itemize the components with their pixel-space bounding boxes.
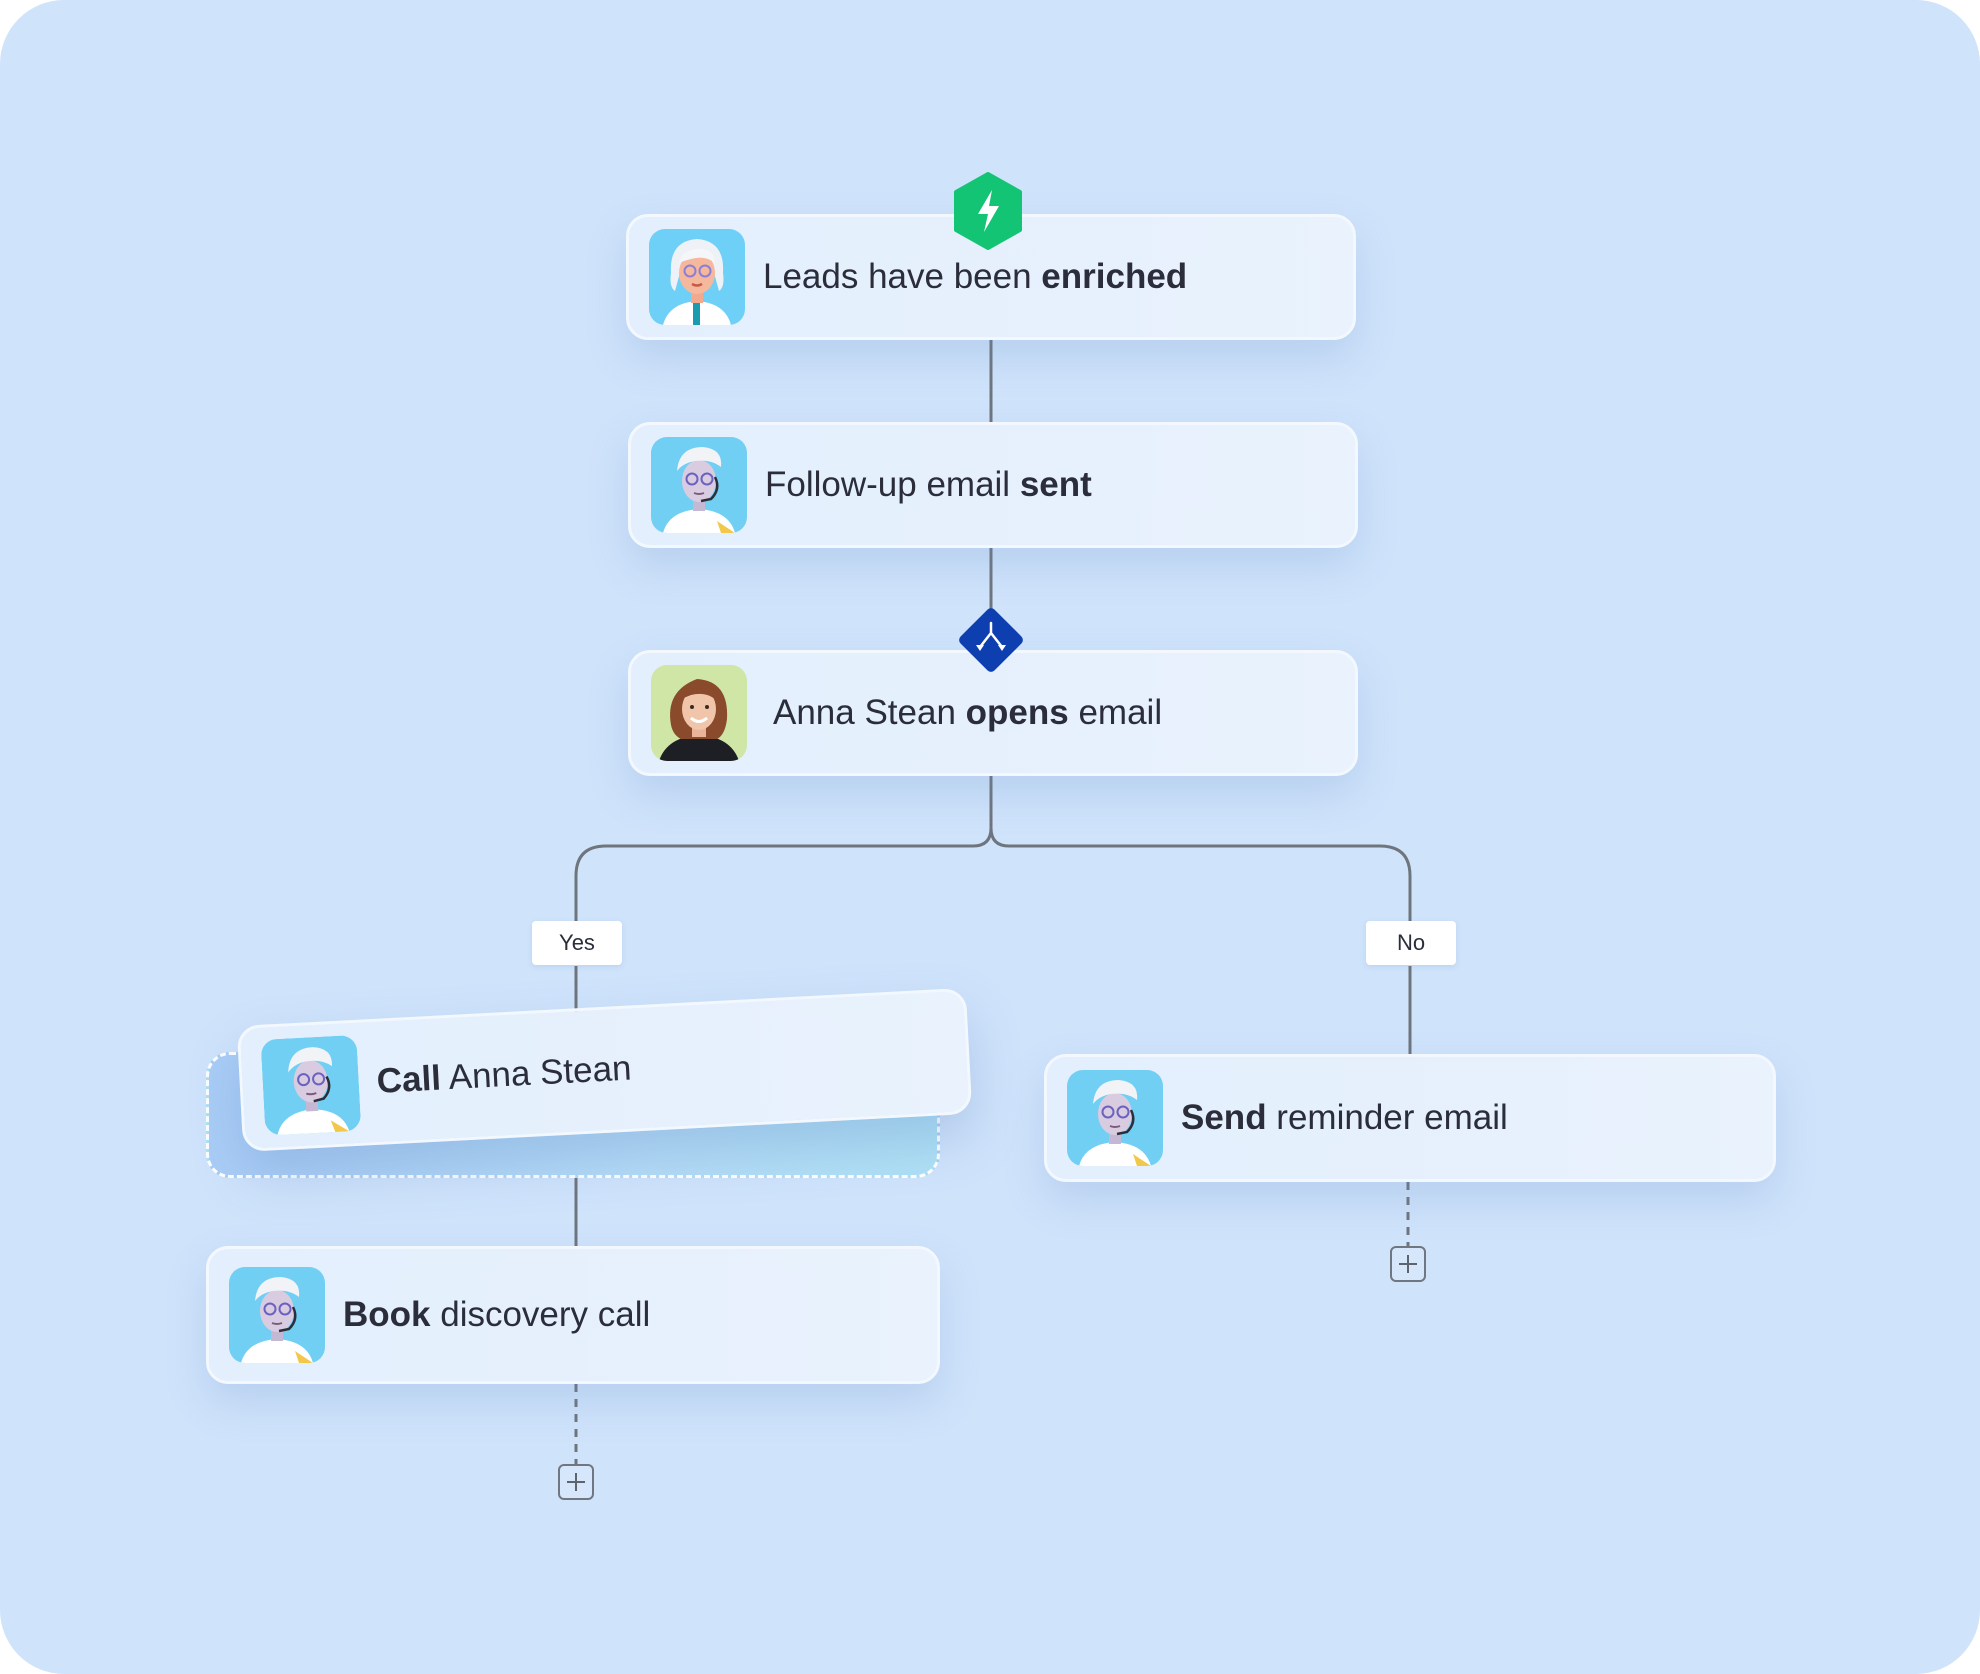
agent-avatar-male	[229, 1267, 325, 1363]
action-node-send-reminder-email[interactable]: Send reminder email	[1044, 1054, 1776, 1182]
agent-avatar-female	[649, 229, 745, 325]
node-text: Send reminder email	[1181, 1098, 1508, 1137]
agent-avatar-male	[651, 437, 747, 533]
action-node-call-anna-stean[interactable]: Call Anna Stean	[236, 987, 973, 1152]
node-text: Call Anna Stean	[375, 1048, 633, 1101]
action-node-follow-up-email[interactable]: Follow-up email sent	[628, 422, 1358, 548]
node-text: Leads have been enriched	[763, 257, 1188, 296]
node-text: Book discovery call	[343, 1295, 651, 1334]
agent-avatar-male	[1067, 1070, 1163, 1166]
contact-avatar-anna-stean	[651, 665, 747, 761]
node-text: Follow-up email sent	[765, 465, 1092, 504]
lightning-icon	[954, 172, 1022, 250]
condition-node-opens-email[interactable]: Anna Stean opens email	[628, 650, 1358, 776]
action-node-book-discovery-call[interactable]: Book discovery call	[206, 1246, 940, 1384]
node-text: Anna Stean opens email	[773, 693, 1163, 732]
branch-label-yes: Yes	[532, 921, 622, 965]
split-branch-icon	[959, 608, 1023, 672]
add-step-button-yes-branch[interactable]	[558, 1464, 594, 1500]
add-step-button-no-branch[interactable]	[1390, 1246, 1426, 1282]
branch-label-no: No	[1366, 921, 1456, 965]
agent-avatar-male	[260, 1034, 362, 1136]
